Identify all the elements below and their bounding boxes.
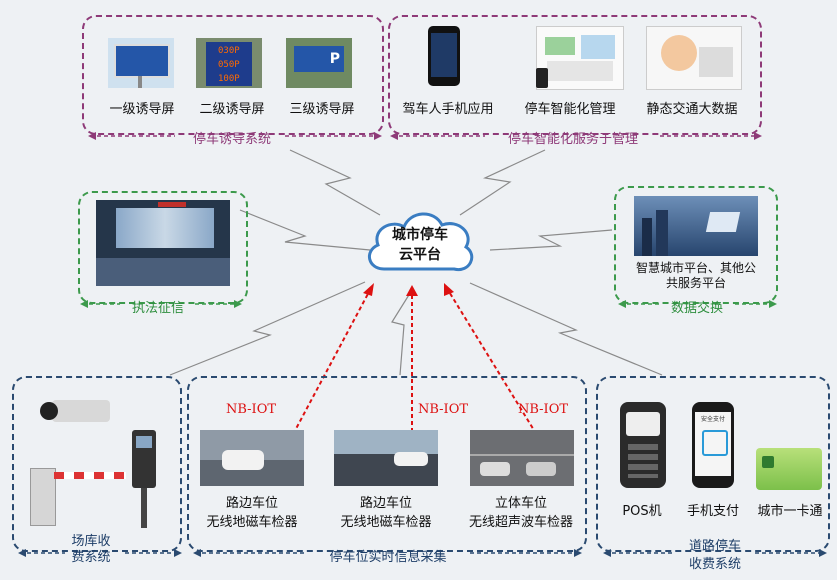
cloud-title-line2: 云平台 <box>399 247 441 263</box>
nb-iot-arrow-3 <box>447 289 541 441</box>
pay-screen-title: 安全支付 <box>700 416 725 423</box>
traffic-big-data-screenshot <box>646 26 742 90</box>
sensor-3-line2: 无线超声波车检器 <box>468 515 573 530</box>
city-card-label: 城市一卡通 <box>757 504 823 519</box>
nb-iot-arrow-1 <box>289 289 371 441</box>
sensor-3-line1: 立体车位 <box>494 496 547 511</box>
service-label-2: 停车智能化管理 <box>524 102 616 117</box>
city-card-icon <box>756 448 822 490</box>
data-exchange-desc-line1: 智慧城市平台、其他公 <box>635 261 756 275</box>
barrier-gate-icon <box>30 468 56 526</box>
service-management-caption: 停车智能化服务于管理 <box>507 132 638 147</box>
stereo-parking-photo <box>470 430 574 486</box>
guidance-system-caption: 停车诱导系统 <box>192 132 271 147</box>
sensor-1-line2: 无线地磁车检器 <box>206 515 298 530</box>
data-exchange-caption: 数据交换 <box>670 301 723 316</box>
guidance-system-group <box>82 15 384 135</box>
cloud-title-line1: 城市停车 <box>392 227 448 243</box>
sensor-1-line1: 路边车位 <box>225 496 278 511</box>
lightning-connector-enforcement <box>239 209 371 251</box>
guidance-value-3: 100P <box>218 74 240 84</box>
guidance-label-2: 二级诱导屏 <box>199 102 265 117</box>
guidance-screen-level1-image <box>108 38 174 88</box>
road-charging-group <box>596 376 830 552</box>
garage-caption-line1: 场库收 <box>71 534 111 549</box>
smart-city-image <box>634 196 758 256</box>
nb-iot-label-1: NB-IOT <box>226 402 277 417</box>
mobile-payment-icon: 安全支付 <box>692 402 734 488</box>
lightning-connector-guidance <box>289 149 381 216</box>
data-exchange-desc-line2: 共服务平台 <box>665 276 726 290</box>
nb-iot-label-3: NB-IOT <box>518 402 569 417</box>
enforcement-caption: 执法征信 <box>131 301 184 316</box>
realtime-collection-caption: 停车位实时信息采集 <box>329 550 447 565</box>
pos-machine-icon <box>620 402 666 488</box>
sensor-2-line1: 路边车位 <box>359 496 412 511</box>
guidance-label-1: 一级诱导屏 <box>109 102 175 117</box>
lightning-connector-service <box>459 149 546 216</box>
realtime-collection-group <box>187 376 587 552</box>
guidance-screen-level2-image: 030P 050P 100P <box>196 38 262 88</box>
guidance-screen-level3-image: P <box>286 38 352 88</box>
service-label-3: 静态交通大数据 <box>646 102 738 117</box>
guidance-value-2: 050P <box>218 60 240 70</box>
terminal-pole <box>141 488 147 528</box>
small-phone-image <box>536 68 548 88</box>
lightning-connector-realtime <box>391 289 413 376</box>
lightning-connector-garage <box>169 281 366 376</box>
nb-iot-label-2: NB-IOT <box>418 402 469 417</box>
roadside-parking-photo-2 <box>334 430 438 486</box>
cloud-platform <box>368 212 474 272</box>
parking-management-screenshot <box>536 26 624 90</box>
guidance-label-3: 三级诱导屏 <box>289 102 355 117</box>
barrier-arm <box>54 472 126 479</box>
guidance-value-1: 030P <box>218 46 240 56</box>
data-exchange-group <box>614 186 778 304</box>
service-management-group <box>388 15 762 135</box>
garage-caption-line2: 费系统 <box>71 550 111 565</box>
control-room-image <box>96 200 230 286</box>
roadside-parking-photo-1 <box>200 430 304 486</box>
lightning-connector-exchange <box>489 229 613 251</box>
pos-label: POS机 <box>622 504 662 519</box>
sensor-2-line2: 无线地磁车检器 <box>340 515 432 530</box>
lightning-connector-road <box>469 282 663 376</box>
camera-icon <box>38 394 112 430</box>
garage-charging-group <box>12 376 182 552</box>
road-caption-line1: 道路停车 <box>688 539 741 554</box>
mobile-payment-label: 手机支付 <box>686 504 739 519</box>
enforcement-group <box>78 191 248 304</box>
service-label-1: 驾车人手机应用 <box>402 102 494 117</box>
road-caption-line2: 收费系统 <box>688 557 741 572</box>
ticket-terminal-icon <box>132 430 156 488</box>
driver-phone-image <box>428 26 460 86</box>
